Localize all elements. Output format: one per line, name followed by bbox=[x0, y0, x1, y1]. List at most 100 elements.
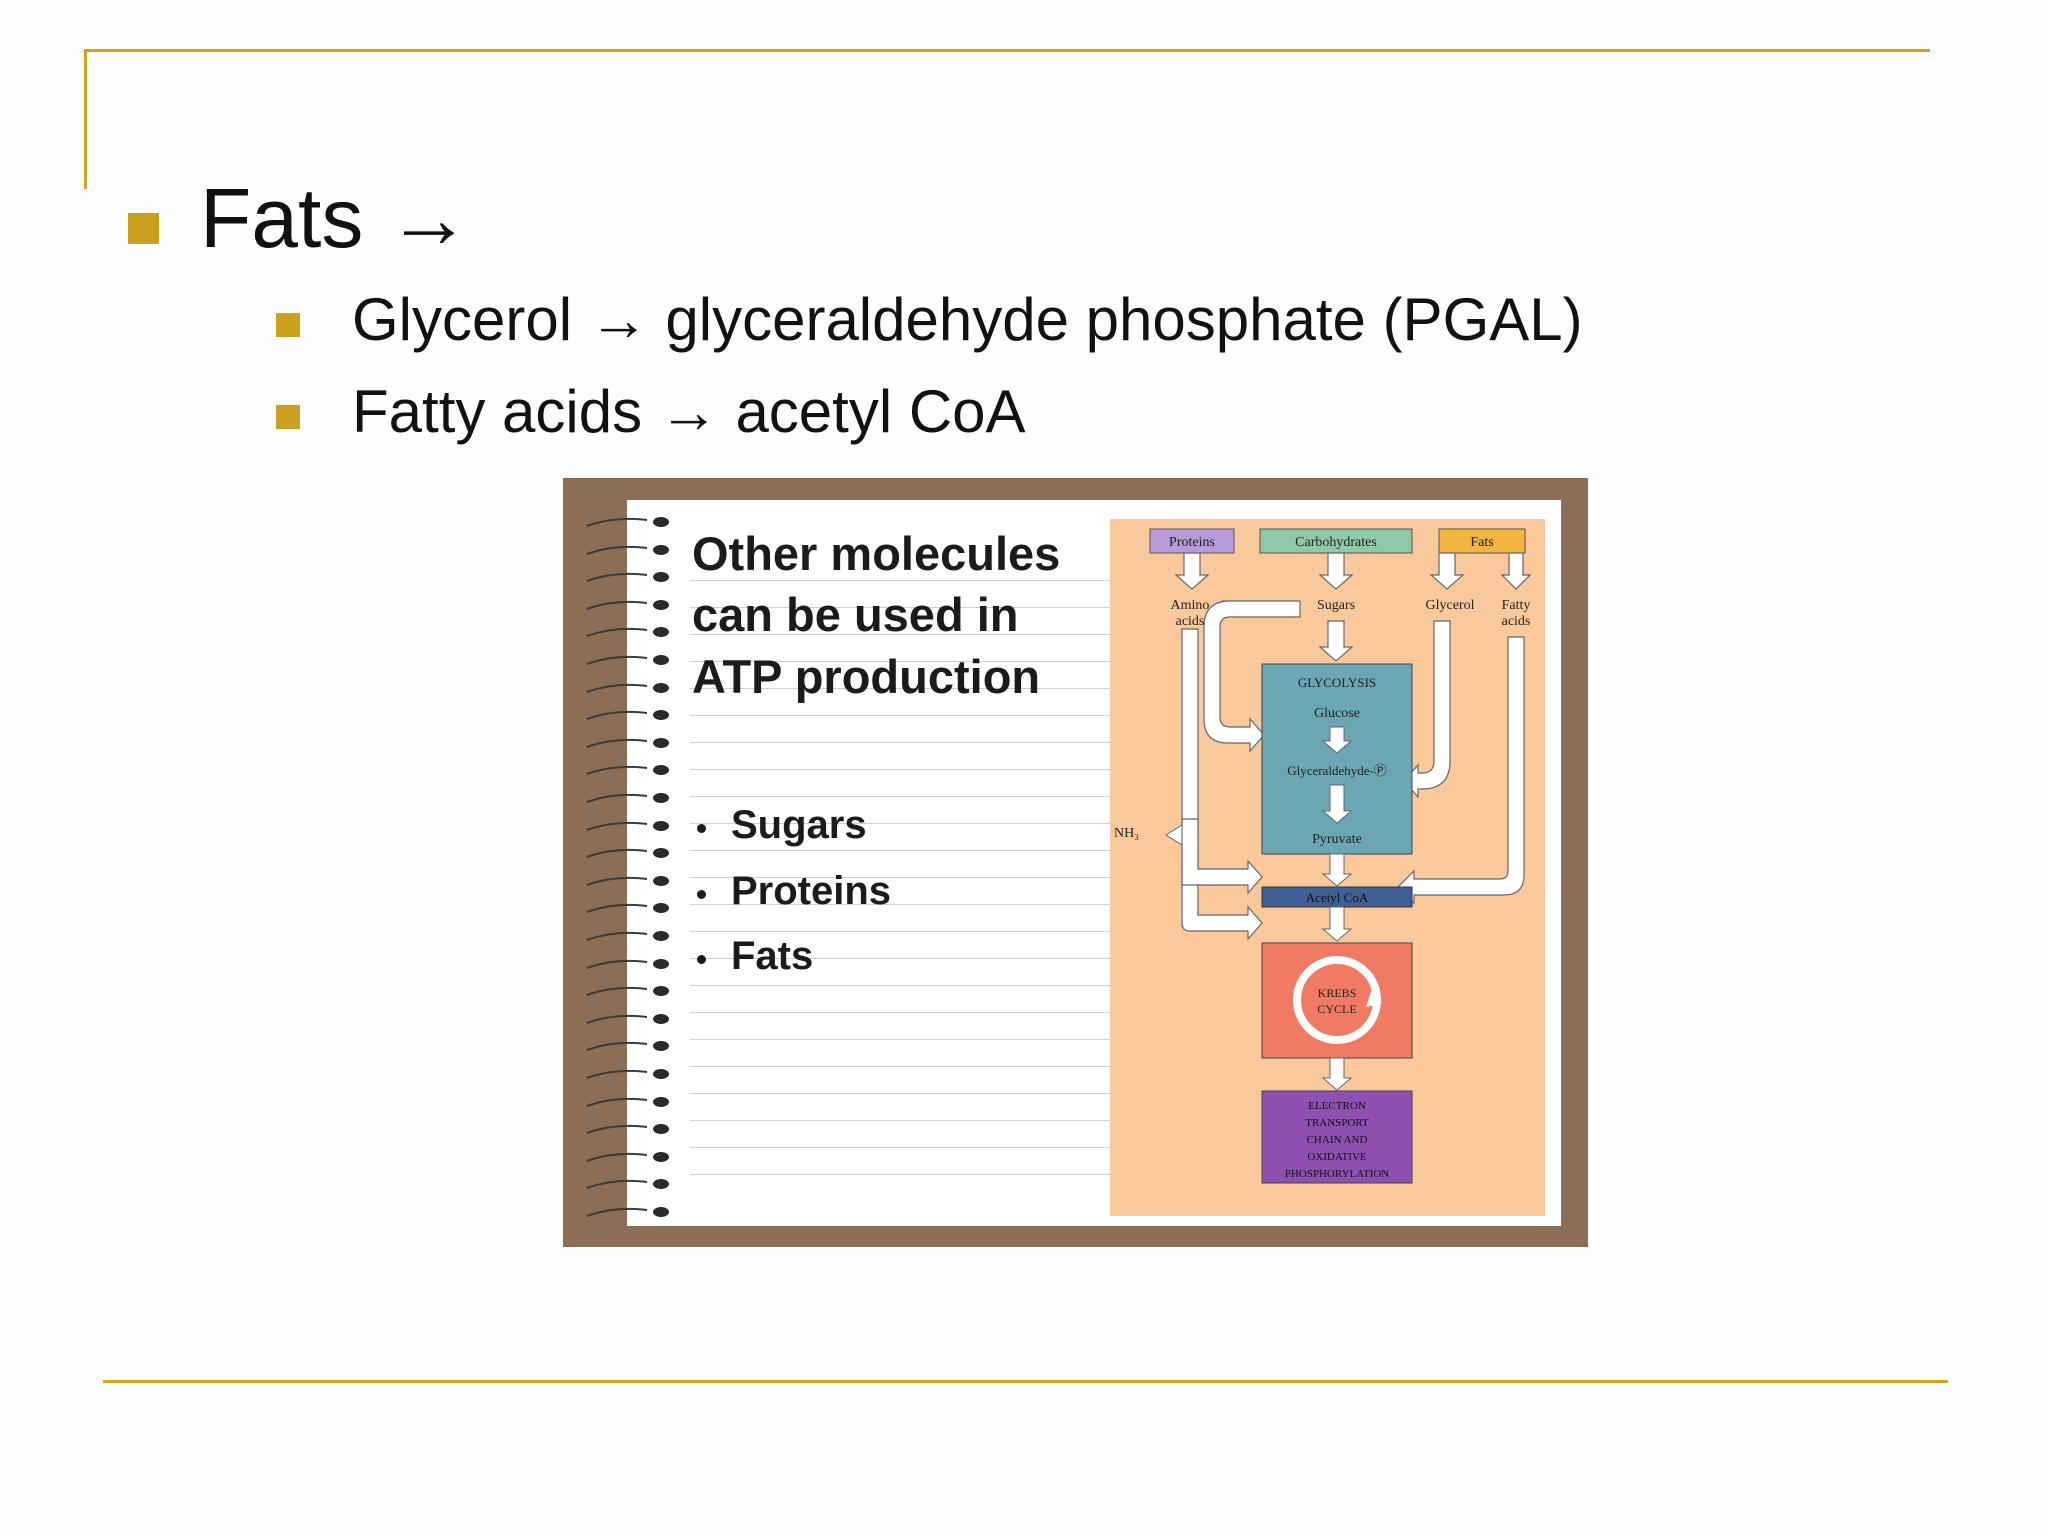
spiral-coil bbox=[586, 765, 669, 776]
glycolysis-label: GLYCOLYSIS bbox=[1298, 675, 1376, 690]
list-item-sugars: Sugars bbox=[731, 803, 867, 847]
spiral-coil bbox=[586, 1096, 669, 1107]
etc-box bbox=[1261, 1090, 1413, 1184]
spiral-coil bbox=[586, 1041, 669, 1052]
etc-label-4: OXIDATIVE bbox=[1307, 1151, 1367, 1163]
spiral-coil bbox=[586, 655, 669, 665]
source-arrows bbox=[1174, 552, 1532, 590]
spiral-coil bbox=[586, 627, 669, 638]
krebs-cycle-arrowhead bbox=[1366, 989, 1382, 1007]
top-rule bbox=[84, 49, 1930, 52]
slide-heading: Fats → bbox=[200, 171, 471, 265]
ruled-line bbox=[690, 607, 1110, 608]
sugars-label: Sugars bbox=[1317, 598, 1355, 613]
spiral-coil bbox=[586, 1124, 669, 1135]
pathway-pipes bbox=[1181, 600, 1525, 941]
list-item-fats: Fats bbox=[731, 934, 814, 978]
nh3-arrow bbox=[1165, 824, 1183, 846]
amino-acids-label: Amino bbox=[1171, 598, 1210, 613]
spiral-coil bbox=[586, 793, 669, 803]
spiral-coil bbox=[586, 682, 669, 693]
sub-bullet-marker bbox=[276, 313, 300, 337]
glucose-label: Glucose bbox=[1314, 706, 1360, 721]
ruled-line bbox=[690, 823, 1110, 824]
ruled-line bbox=[690, 769, 1110, 770]
ruled-line bbox=[690, 634, 1110, 635]
pyruvate-to-acetyl-arrow bbox=[1321, 853, 1353, 887]
spiral-coil bbox=[586, 931, 669, 941]
spiral-coil bbox=[586, 599, 669, 610]
pyruvate-label: Pyruvate bbox=[1312, 832, 1362, 847]
ruled-line bbox=[690, 1147, 1110, 1148]
spiral-coil bbox=[586, 903, 669, 914]
ruled-line bbox=[690, 904, 1110, 905]
list-dot bbox=[697, 890, 706, 899]
spiral-coil bbox=[586, 544, 669, 555]
ruled-line bbox=[690, 742, 1110, 743]
acetyl-to-krebs-arrow bbox=[1321, 906, 1353, 942]
carbohydrates-box bbox=[1259, 528, 1413, 554]
spiral-coil bbox=[586, 1151, 669, 1162]
spiral-coil bbox=[586, 875, 669, 886]
spiral-coil bbox=[586, 737, 669, 748]
proteins-box bbox=[1149, 528, 1235, 554]
ruled-line bbox=[690, 850, 1110, 851]
spiral-coil bbox=[586, 1013, 669, 1024]
proteins-label: Proteins bbox=[1169, 535, 1215, 550]
image-title-line-1: Other molecules bbox=[692, 527, 1061, 580]
fatty-acids-label: Fatty bbox=[1502, 598, 1531, 613]
ruled-line bbox=[690, 1174, 1110, 1175]
ruled-line bbox=[690, 877, 1110, 878]
krebs-label-2: CYCLE bbox=[1317, 1002, 1356, 1016]
sub-bullet-marker bbox=[276, 405, 300, 429]
spiral-coil bbox=[586, 820, 669, 831]
fats-box bbox=[1438, 528, 1526, 554]
acetyl-coa-label: Acetyl CoA bbox=[1306, 890, 1369, 905]
fatty-acids-label-2: acids bbox=[1502, 614, 1531, 629]
glycerol-label: Glycerol bbox=[1426, 598, 1475, 613]
spiral-coil bbox=[586, 958, 669, 969]
spiral-coil bbox=[586, 986, 669, 997]
nh3-label: NH₃ bbox=[1114, 826, 1139, 841]
ruled-line bbox=[690, 1093, 1110, 1094]
fats-label: Fats bbox=[1470, 535, 1493, 550]
glycolysis-box bbox=[1261, 663, 1413, 855]
ruled-line bbox=[690, 715, 1110, 716]
glycolysis-arrow-2 bbox=[1321, 784, 1353, 824]
ruled-line bbox=[690, 661, 1110, 662]
image-title-line-3: ATP production bbox=[692, 650, 1041, 703]
ruled-line bbox=[690, 580, 1110, 581]
amino-acids-label-2: acids bbox=[1176, 614, 1205, 629]
etc-label-3: CHAIN AND bbox=[1307, 1134, 1368, 1146]
etc-label-1: ELECTRON bbox=[1308, 1100, 1365, 1112]
etc-label-5: PHOSPHORYLATION bbox=[1285, 1168, 1390, 1180]
glycolysis-arrow bbox=[1321, 726, 1353, 754]
krebs-to-etc-arrow bbox=[1321, 1057, 1353, 1091]
carbohydrates-label: Carbohydrates bbox=[1295, 535, 1377, 550]
bottom-rule bbox=[103, 1380, 1948, 1383]
glyceraldehyde-label: Glyceraldehyde-Ⓟ bbox=[1287, 763, 1387, 778]
ruled-line bbox=[690, 1120, 1110, 1121]
ruled-line bbox=[690, 958, 1110, 959]
bullet-fatty-acids: Fatty acids → acetyl CoA bbox=[352, 378, 1026, 445]
list-dot bbox=[697, 955, 706, 964]
ruled-line bbox=[690, 931, 1110, 932]
ruled-line bbox=[690, 1066, 1110, 1067]
spiral-coil bbox=[586, 710, 669, 721]
ruled-line bbox=[690, 1039, 1110, 1040]
ruled-line bbox=[690, 796, 1110, 797]
ruled-line bbox=[690, 1012, 1110, 1013]
left-rule bbox=[84, 49, 87, 189]
spiral-coil bbox=[586, 1069, 669, 1079]
bullet-marker bbox=[128, 213, 159, 244]
spiral-coil bbox=[586, 572, 669, 583]
krebs-label: KREBS bbox=[1318, 986, 1357, 1000]
etc-label-2: TRANSPORT bbox=[1305, 1117, 1369, 1129]
ruled-line bbox=[690, 985, 1110, 986]
spiral-coil bbox=[586, 1179, 669, 1190]
spiral-coil bbox=[586, 1207, 669, 1217]
image-title-line-2: can be used in bbox=[692, 588, 1019, 641]
metabolic-pathway-diagram: Proteins Carbohydrates Fats Amino acids … bbox=[1110, 519, 1545, 1216]
ruled-line bbox=[690, 688, 1110, 689]
spiral-coil bbox=[586, 848, 669, 859]
